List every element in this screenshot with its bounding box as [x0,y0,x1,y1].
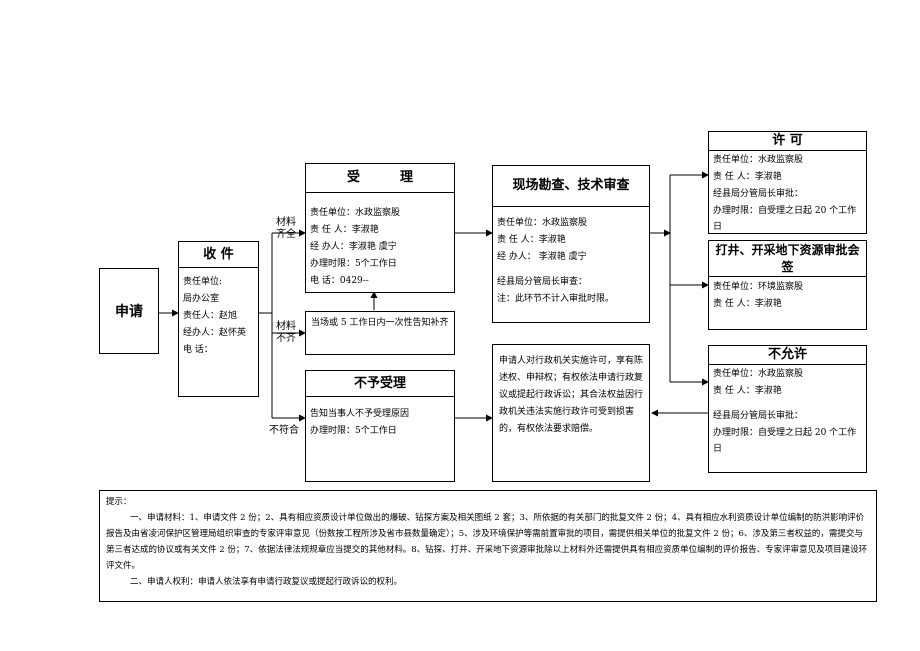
label-complete: 材料齐全 [276,217,296,240]
permit-title: 许 可 [709,132,866,151]
receive-line: 责任人：赵旭 [183,311,238,321]
drill-line: 责 任 人：李淑艳 [713,299,782,309]
accept-line: 电 话：0429-- [310,276,369,286]
inspect-title: 现场勘查、技术审查 [493,166,649,207]
accept-line: 责 任 人：李淑艳 [310,225,379,235]
drill-title: 打井、开采地下资源审批会签 [709,241,866,277]
drill-line: 责任单位：环境监察股 [713,282,804,292]
deny-box: 不允许 责任单位：水政监察股 责 任 人：李淑艳 经县局分管局长审批： 办理时限… [708,345,867,473]
permit-line: 经县局分管局长审批： [713,189,804,199]
reject-title: 不予受理 [306,371,454,397]
inspect-line: 责 任 人：李淑艳 [497,235,566,245]
apply-box: 申请 [99,268,159,354]
reject-box: 不予受理 告知当事人不予受理原因 办理时限：5个工作日 [305,370,455,482]
inspect-line: 注：此环节不计入审批时限。 [497,294,615,304]
deny-spacer [709,400,866,408]
permit-line: 责任单位：水政监察股 [713,155,804,165]
permit-line: 责 任 人：李淑艳 [713,172,782,182]
inspect-line: 责任单位：水政监察股 [497,218,588,228]
deny-line: 经县局分管局长审批： [713,411,804,421]
deny-line: 责任单位：水政监察股 [713,369,804,379]
permit-line: 办理时限：自受理之日起 20 个工作日 [713,206,857,232]
notes-box: 提示： 一、申请材料：1、申请文件 2 份；2、具有相应资质设计单位做出的爆破、… [99,490,877,602]
inspect-line: 经 办人： 李淑艳 虞宁 [497,252,587,262]
deny-line: 责 任 人：李淑艳 [713,386,782,396]
deny-title: 不允许 [709,346,866,365]
permit-box: 许 可 责任单位：水政监察股 责 任 人：李淑艳 经县局分管局长审批： 办理时限… [708,131,867,234]
receive-line: 电 话： [183,345,213,355]
accept-title: 受理 [306,164,454,193]
label-incomplete: 材料不齐 [276,321,296,344]
drill-box: 打井、开采地下资源审批会签 责任单位：环境监察股 责 任 人：李淑艳 [708,240,867,330]
receive-line: 局办公室 [183,294,220,304]
label-noncompliant: 不符合 [269,425,299,436]
inspect-spacer [493,266,649,274]
receive-box: 收 件 责任单位: 局办公室 责任人：赵旭 经办人：赵怀英 电 话： [178,241,259,397]
reject-line: 告知当事人不予受理原因 [310,409,410,419]
reject-line: 办理时限：5个工作日 [310,426,397,436]
accept-line: 经 办人：李淑艳 虞宁 [310,242,397,252]
accept-line: 办理时限：5个工作日 [310,259,397,269]
apply-title: 申请 [115,304,143,320]
notify-box: 当场或 5 工作日内一次性告知补齐 [305,311,455,355]
receive-line: 经办人：赵怀英 [183,328,247,338]
rights-box: 申请人对行政机关实施许可，享有陈述权、申辩权；有权依法申请行政复议或提起行政诉讼… [492,344,650,482]
notes-heading: 提示： [106,497,132,507]
notes-item-1: 一、申请材料：1、申请文件 2 份；2、具有相应资质设计单位做出的爆破、钻探方案… [106,513,868,571]
accept-box: 受理 责任单位：水政监察股 责 任 人：李淑艳 经 办人：李淑艳 虞宁 办理时限… [305,163,455,293]
receive-title: 收 件 [179,242,258,268]
inspect-box: 现场勘查、技术审查 责任单位：水政监察股 责 任 人：李淑艳 经 办人： 李淑艳… [492,165,650,323]
inspect-line: 经县局分管局长审查： [497,277,588,287]
accept-line: 责任单位：水政监察股 [310,208,401,218]
notes-item-2: 二、申请人权利：申请人依法享有申请行政复议或提起行政诉讼的权利。 [130,577,403,587]
receive-line: 责任单位: [183,277,223,287]
deny-line: 办理时限：自受理之日起 20 个工作日 [713,428,857,454]
